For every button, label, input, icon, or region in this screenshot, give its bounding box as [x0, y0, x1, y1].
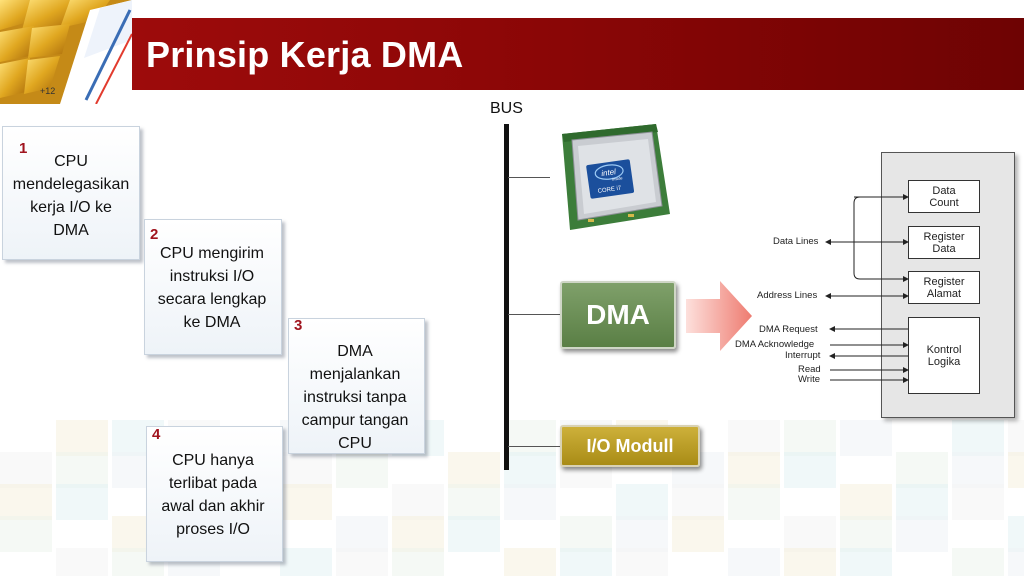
- background-tile: [280, 548, 332, 576]
- bus-tap-dma: [508, 314, 562, 315]
- io-module-box: I/O Modull: [560, 425, 700, 467]
- background-tile: [896, 516, 948, 552]
- background-tile: [56, 452, 108, 488]
- dma-module-box: DMA: [560, 281, 676, 349]
- background-tile: [896, 484, 948, 520]
- register-data-count: Data Count: [908, 180, 980, 213]
- arrow-right-icon: [686, 281, 752, 351]
- signal-address-lines: Address Lines: [757, 290, 818, 301]
- step-box-2: [144, 219, 282, 355]
- background-tile: [784, 420, 836, 456]
- step-box-4: [146, 426, 283, 562]
- step-number-3: 3: [294, 317, 303, 334]
- step-box-1: [2, 126, 140, 260]
- background-tile: [0, 452, 52, 488]
- bus-tap-io: [508, 446, 562, 447]
- background-tile: [504, 420, 556, 456]
- background-tile: [280, 484, 332, 520]
- background-tile: [896, 452, 948, 488]
- background-tile: [448, 452, 500, 488]
- background-tile: [840, 516, 892, 552]
- background-tile: [952, 548, 1004, 576]
- cpu-brand-text: intel: [601, 167, 617, 178]
- svg-text:inside: inside: [612, 175, 624, 182]
- background-tile: [392, 516, 444, 552]
- background-tile: [504, 484, 556, 520]
- register-data: Register Data: [908, 226, 980, 259]
- background-tile: [1008, 516, 1024, 552]
- background-tile: [728, 452, 780, 488]
- background-tile: [448, 516, 500, 552]
- background-tile: [280, 452, 332, 488]
- background-tile: [504, 548, 556, 576]
- background-tile: [728, 484, 780, 520]
- gold-bars-image: +12: [0, 0, 132, 104]
- background-tile: [952, 420, 1004, 456]
- background-tile: [952, 484, 1004, 520]
- step-number-1: 1: [19, 140, 28, 157]
- background-tile: [392, 484, 444, 520]
- background-tile: [56, 420, 108, 456]
- background-tile: [1008, 548, 1024, 576]
- background-tile: [616, 484, 668, 520]
- background-tile: [336, 548, 388, 576]
- background-tile: [392, 548, 444, 576]
- background-tile: [336, 452, 388, 488]
- background-tile: [448, 484, 500, 520]
- register-alamat: Register Alamat: [908, 271, 980, 304]
- background-tile: [560, 516, 612, 552]
- signal-dma-acknowledge: DMA Acknowledge: [735, 339, 815, 350]
- background-tile: [840, 420, 892, 456]
- signal-dma-request: DMA Request: [759, 324, 818, 335]
- step-box-3: [288, 318, 425, 454]
- title-bar: [0, 18, 1024, 90]
- background-tile: [56, 548, 108, 576]
- background-tile: [56, 484, 108, 520]
- background-tile: [560, 548, 612, 576]
- step-number-4: 4: [152, 426, 161, 443]
- step-text-3: DMA menjalankan instruksi tanpa campur t…: [301, 343, 409, 452]
- background-tile: [336, 516, 388, 552]
- background-tile: [0, 516, 52, 552]
- background-tile: [1008, 420, 1024, 456]
- background-tile: [0, 484, 52, 520]
- step-number-2: 2: [150, 226, 159, 243]
- control-logic: Kontrol Logika: [908, 317, 980, 394]
- background-tile: [784, 452, 836, 488]
- signal-interrupt: Interrupt: [785, 350, 821, 361]
- background-tile: [728, 548, 780, 576]
- background-tile: [616, 548, 668, 576]
- background-tile: [728, 420, 780, 456]
- cpu-chip-image: intel inside CORE i7: [548, 122, 672, 232]
- background-tile: [1008, 452, 1024, 488]
- signal-write: Write: [798, 374, 820, 385]
- block-diagram-connectors: [825, 194, 909, 383]
- background-tile: [840, 548, 892, 576]
- background-tile: [504, 452, 556, 488]
- bus-line: [504, 124, 509, 470]
- step-text-4: CPU hanya terlibat pada awal dan akhir p…: [161, 452, 265, 538]
- step-text-1: CPU mendelegasikan kerja I/O ke DMA: [12, 153, 130, 239]
- signal-read: Read: [798, 364, 821, 375]
- svg-text:+12: +12: [40, 86, 55, 96]
- background-tile: [616, 516, 668, 552]
- page-title: Prinsip Kerja DMA: [146, 34, 464, 75]
- signal-data-lines: Data Lines: [773, 236, 819, 247]
- bus-tap-cpu: [508, 177, 550, 178]
- cpu-model-text: CORE i7: [597, 185, 622, 194]
- background-tile: [672, 484, 724, 520]
- background-tile: [784, 516, 836, 552]
- step-text-2: CPU mengirim instruksi I/O secara lengka…: [157, 245, 267, 331]
- background-tile: [840, 484, 892, 520]
- background-tile: [952, 452, 1004, 488]
- background-tile: [784, 548, 836, 576]
- background-tile: [672, 516, 724, 552]
- bus-label: BUS: [490, 100, 523, 117]
